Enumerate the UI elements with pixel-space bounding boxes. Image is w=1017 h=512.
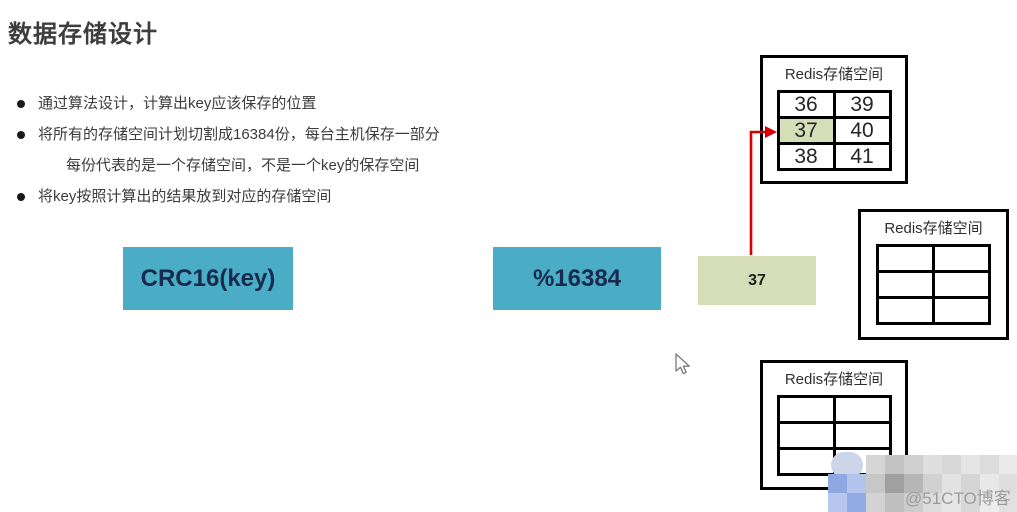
mouse-cursor-icon [675,353,690,375]
bullet-icon [17,131,25,139]
bullet-text: 将key按照计算出的结果放到对应的存储空间 [38,188,332,205]
mod16384-box: %16384 [493,247,661,310]
slot-cell [779,424,833,447]
slot-cell: 41 [835,145,889,168]
slot-cell [835,398,889,421]
bullet-text: 将所有的存储空间计划切割成16384份，每台主机保存一部分 [38,126,440,143]
watermark-text: @51CTO博客 [905,489,1011,508]
slot-grid: 36 39 37 40 38 41 [776,90,892,171]
slot-cell [835,424,889,447]
bullet-item: 将所有的存储空间计划切割成16384份，每台主机保存一部分 [0,119,440,150]
redis-table-empty-2: Redis存储空间 [760,360,908,490]
mod16384-label: %16384 [532,264,622,292]
bullet-text: 每份代表的是一个存储空间，不是一个key的保存空间 [66,157,420,174]
slot-grid [876,244,991,325]
bullet-list: 通过算法设计，计算出key应该保存的位置 将所有的存储空间计划切割成16384份… [0,88,440,212]
slot-cell [935,247,988,270]
slot-cell: 39 [835,93,889,116]
slot-result-box: 37 [698,256,816,305]
redis-table-title: Redis存储空间 [884,220,983,237]
slot-cell: 40 [835,119,889,142]
slot-cell [879,247,932,270]
mosaic-patch [828,455,1017,512]
mosaic-blob [831,452,863,478]
slot-cell [779,398,833,421]
bullet-item: 将key按照计算出的结果放到对应的存储空间 [0,181,440,212]
crc16-box: CRC16(key) [123,247,293,310]
slot-cell [879,273,932,296]
slot-cell [935,273,988,296]
slot-cell: 38 [779,145,833,168]
slot-result-label: 37 [748,271,766,289]
redis-table-empty-1: Redis存储空间 [858,209,1009,340]
slot-cell-highlighted: 37 [779,119,833,142]
bullet-icon [17,193,25,201]
slot-cell [935,299,988,322]
slot-cell [779,450,833,473]
slot-cell: 36 [779,93,833,116]
bullet-item-indented: 每份代表的是一个存储空间，不是一个key的保存空间 [0,150,440,181]
slot-cell [879,299,932,322]
crc16-label: CRC16(key) [140,264,276,292]
bullet-text: 通过算法设计，计算出key应该保存的位置 [38,95,317,112]
page-title: 数据存储设计 [8,21,158,48]
redis-table-title: Redis存储空间 [784,66,884,83]
redis-table-title: Redis存储空间 [784,371,884,388]
bullet-item: 通过算法设计，计算出key应该保存的位置 [0,88,440,119]
redis-table-filled: Redis存储空间 36 39 37 40 38 41 [760,55,908,184]
bullet-icon [17,100,25,108]
